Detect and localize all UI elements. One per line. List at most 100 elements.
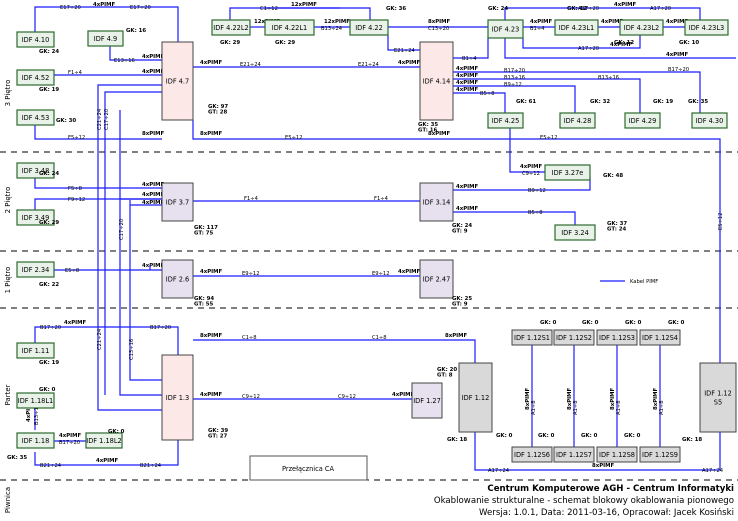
floor-label-1: 1 Piętro	[4, 267, 12, 294]
gt-label: GT: 8	[437, 373, 453, 379]
gk-label: GK: 117	[194, 225, 218, 231]
gk-label: GK: 12	[614, 40, 634, 46]
node-box	[211, 19, 251, 36]
riser-label: A1÷8	[573, 401, 579, 416]
gk-label: GK: 0	[581, 433, 598, 439]
link-414-423	[453, 38, 489, 59]
link-112-112s5	[474, 432, 721, 471]
gk-label: GK: 35	[7, 455, 27, 461]
link-423-423l3	[504, 7, 701, 20]
gk-label: GK: 0	[540, 320, 557, 326]
gk-label: GK: 0	[39, 387, 56, 393]
footer-line-2: Okablowanie strukturalne - schemat bloko…	[434, 496, 734, 506]
gt-label: GT: 75	[194, 231, 213, 237]
node-box	[639, 329, 681, 346]
node-box	[544, 164, 591, 181]
node-box	[161, 182, 194, 222]
link-349-37	[34, 198, 162, 210]
legend-label: Kabel PIMF	[630, 279, 658, 285]
link-label: F1÷4	[244, 196, 259, 202]
node-box	[684, 19, 729, 36]
node-label: IDF 4.29	[629, 117, 657, 125]
node-label: IDF 1.27	[413, 397, 441, 405]
riser-label: C21÷24	[97, 328, 103, 350]
riser-c13-16	[119, 110, 162, 396]
node-label: IDF 3.27e	[552, 169, 584, 177]
link-label: A17÷24	[702, 468, 724, 474]
node-box	[619, 19, 664, 36]
node-label: IDF 1.12S6	[514, 451, 550, 459]
link-label: B21÷24	[40, 463, 62, 469]
link-314-324	[453, 211, 576, 225]
link-cable: 12xPIMF	[324, 19, 350, 25]
link-cable: 4xPIMF	[456, 73, 479, 79]
link-cable: 8xPIMF	[525, 387, 531, 410]
node-box	[411, 382, 443, 419]
node-label: IDF 1.12S3	[599, 334, 635, 342]
node-box	[16, 261, 55, 278]
node-idf429: IDF 4.29 GK: 19	[624, 99, 673, 129]
node-box	[511, 329, 553, 346]
gt-label: GT: 16	[418, 128, 437, 134]
link-cable: 4xPIMF	[200, 269, 223, 275]
riser-label: A1÷8	[616, 401, 622, 416]
node-box	[161, 41, 194, 121]
gt-label: GT: 24	[607, 227, 626, 233]
link-label: F5÷12	[68, 135, 85, 141]
node-label: IDF 1.11	[22, 347, 50, 355]
link-13-112	[193, 339, 476, 363]
node-box	[16, 342, 55, 359]
link-cable: 4xPIMF	[456, 87, 479, 93]
riser-c13-16-b	[129, 200, 162, 381]
link-47-112s5	[192, 120, 721, 365]
link-cable: 4xPIMF	[142, 263, 165, 269]
node-idf49: IDF 4.9GK: 16	[87, 28, 146, 47]
link-label: C9÷12	[242, 394, 260, 400]
node-label: IDF 4.9	[94, 35, 117, 43]
link-label: E21÷24	[240, 62, 262, 68]
link-414-429	[453, 78, 641, 113]
link-cable: 4xPIMF	[142, 54, 165, 60]
node-label: IDF 3.49	[22, 214, 50, 222]
link-label: F1÷4	[374, 196, 389, 202]
node-label: IDF 4.28	[564, 117, 592, 125]
link-label: C1÷8	[372, 335, 387, 341]
link-423-423l2	[522, 35, 641, 49]
floor-label-2: 2 Piętro	[4, 187, 12, 214]
gk-label: GK: 19	[39, 360, 59, 366]
link-cable: 4xPIMF	[64, 320, 87, 326]
link-label: A17÷20	[578, 46, 599, 52]
gk-label: GK: 30	[56, 118, 76, 124]
node-box	[161, 354, 194, 441]
gk-label: GK: 0	[108, 429, 125, 435]
link-label: F9÷12	[68, 197, 85, 203]
node-box	[596, 446, 638, 463]
node-box	[16, 432, 55, 449]
link-cable: 4xPIMF	[392, 392, 415, 398]
gk-label: GK: 19	[653, 99, 673, 105]
riser-label: A1÷8	[531, 401, 537, 416]
node-label: IDF 1.12S9	[642, 451, 678, 459]
node-label: IDF 3.24	[561, 229, 589, 237]
link-cable: 4xPIMF	[456, 206, 479, 212]
node-box	[596, 329, 638, 346]
node-box	[639, 446, 681, 463]
gt-label: GT: 28	[208, 110, 227, 116]
gk-label: GK: 29	[39, 220, 59, 226]
switch-box-label: Przełącznica CA	[282, 465, 334, 473]
node-box	[16, 162, 55, 179]
